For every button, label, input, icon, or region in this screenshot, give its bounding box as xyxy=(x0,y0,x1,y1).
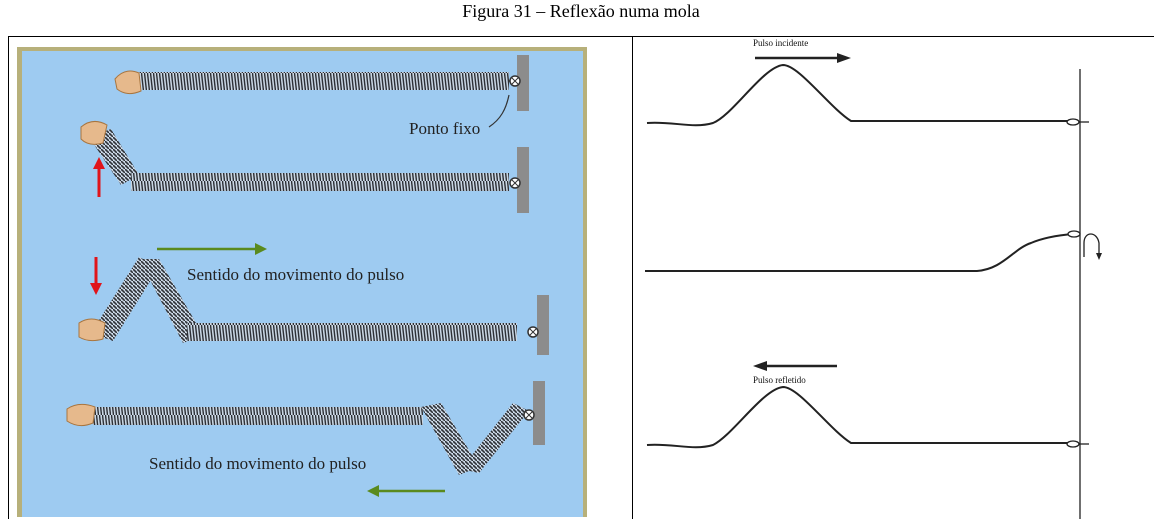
figure-caption: Figura 31 – Reflexão numa mola xyxy=(462,1,700,21)
hand-icon xyxy=(78,318,106,342)
flip-arrow-icon xyxy=(1083,233,1100,257)
wall-support xyxy=(537,295,549,355)
fixed-point-pointer xyxy=(488,94,510,128)
reflection-moment-diagram xyxy=(645,230,1102,272)
hand-icon xyxy=(114,70,142,95)
wall-support xyxy=(517,55,529,111)
reflected-pulse-label: Pulso refletido xyxy=(753,375,806,385)
reflecting-pulse-curve xyxy=(645,233,1074,272)
spring-row-4: Sentido do movimento do pulso xyxy=(66,381,545,497)
spring-row-3: Sentido do movimento do pulso xyxy=(78,243,549,355)
coil-spring-rising xyxy=(91,257,159,341)
direction-label-backward: Sentido do movimento do pulso xyxy=(149,454,366,473)
pulse-schematic: Pulso incidente Pulso refletido xyxy=(645,38,1102,519)
wall-support xyxy=(533,381,545,445)
coil-spring xyxy=(137,72,509,90)
coil-spring xyxy=(187,323,517,341)
hand-icon xyxy=(66,403,96,427)
spring-row-2 xyxy=(80,121,529,213)
incident-pulse-diagram: Pulso incidente xyxy=(646,38,1089,127)
fixed-ring-icon xyxy=(1066,440,1080,448)
coil-spring-falling xyxy=(139,259,203,343)
spring-row-1: Ponto fixo xyxy=(114,55,529,138)
direction-label-forward: Sentido do movimento do pulso xyxy=(187,265,404,284)
coil-spring xyxy=(93,407,423,425)
fixed-point-label: Ponto fixo xyxy=(409,119,480,138)
spring-illustration: Ponto fixo Sentido do movimento do pulso xyxy=(17,47,587,517)
coil-spring-falling xyxy=(421,403,479,475)
spring-illustration-panel: Ponto fixo Sentido do movimento do pulso xyxy=(8,36,632,519)
coil-spring-rising xyxy=(461,403,529,473)
incident-pulse-label: Pulso incidente xyxy=(753,38,808,48)
reflected-pulse-diagram: Pulso refletido xyxy=(646,361,1089,449)
wall-support xyxy=(517,147,529,213)
pulse-schematic-panel: Pulso incidente Pulso refletido xyxy=(632,36,1154,519)
reflected-pulse-curve xyxy=(646,385,1071,449)
hand-icon xyxy=(80,121,108,145)
incident-pulse-curve xyxy=(646,63,1071,127)
fixed-ring-icon xyxy=(1067,230,1081,238)
coil-spring xyxy=(131,173,509,191)
fixed-ring-icon xyxy=(1066,118,1080,126)
